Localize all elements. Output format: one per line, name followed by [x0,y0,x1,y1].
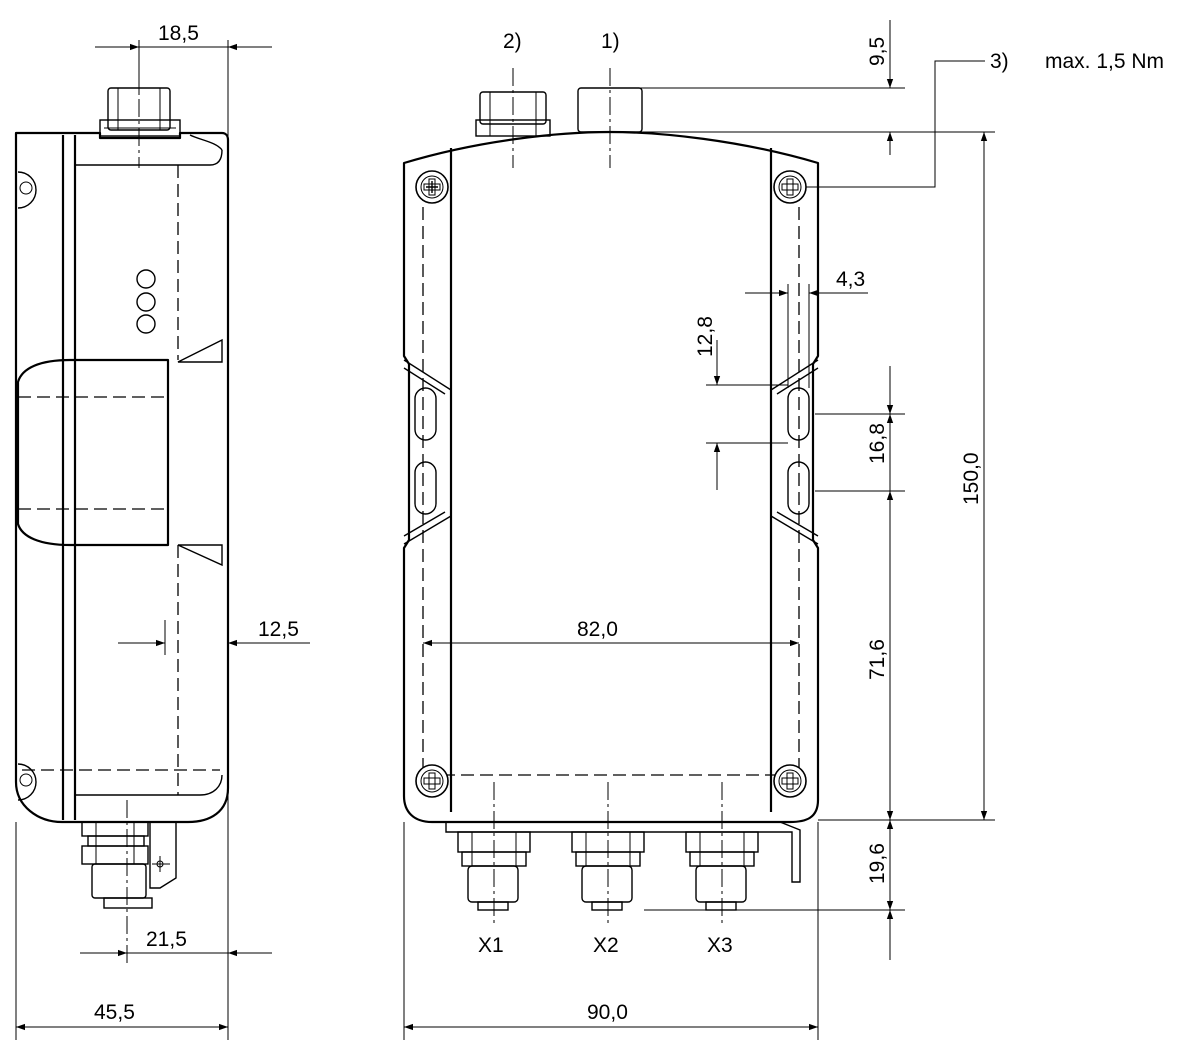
note-1-label: 1) [601,30,620,53]
screw-top-left-icon [415,170,449,204]
side-view [14,70,230,964]
screw-top-right-icon [773,170,807,204]
dimension-labels: 18,5 12,5 21,5 45,5 90,0 82,0 4,3 12,8 1… [94,22,983,1024]
dim-12-8-label: 12,8 [694,316,717,357]
mounting-slot [787,461,810,515]
note-3-label: 3) [990,50,1009,73]
screw-bottom-left-icon [415,764,449,798]
connector-x2-label: X2 [593,934,619,957]
torque-label: max. 1,5 Nm [1045,50,1164,73]
callout-labels: 2) 1) 3) max. 1,5 Nm [503,30,1164,73]
mounting-slot [414,461,437,515]
dim-71-6-label: 71,6 [866,639,889,680]
dim-9-5-label: 9,5 [866,37,889,66]
dim-45-5-label: 45,5 [94,1001,135,1024]
front-view [402,68,820,925]
dim-90-0-label: 90,0 [587,1001,628,1024]
mounting-slot [787,387,810,441]
dimension-lines [15,20,995,1040]
dim-150-0-label: 150,0 [960,452,983,505]
connector-x1 [457,831,531,911]
mounting-slot [414,387,437,441]
connector-labels: X1 X2 X3 [478,934,733,957]
connector-x3-label: X3 [707,934,733,957]
dim-16-8-label: 16,8 [866,423,889,464]
dim-18-5-label: 18,5 [158,22,199,45]
note-2-label: 2) [503,30,522,53]
dim-4-3-label: 4,3 [836,268,865,291]
connector-x1-label: X1 [478,934,504,957]
screw-bottom-right-icon [773,764,807,798]
dim-82-0-label: 82,0 [577,618,618,641]
dim-12-5-label: 12,5 [258,618,299,641]
dim-21-5-label: 21,5 [146,928,187,951]
dim-19-6-label: 19,6 [866,843,889,884]
